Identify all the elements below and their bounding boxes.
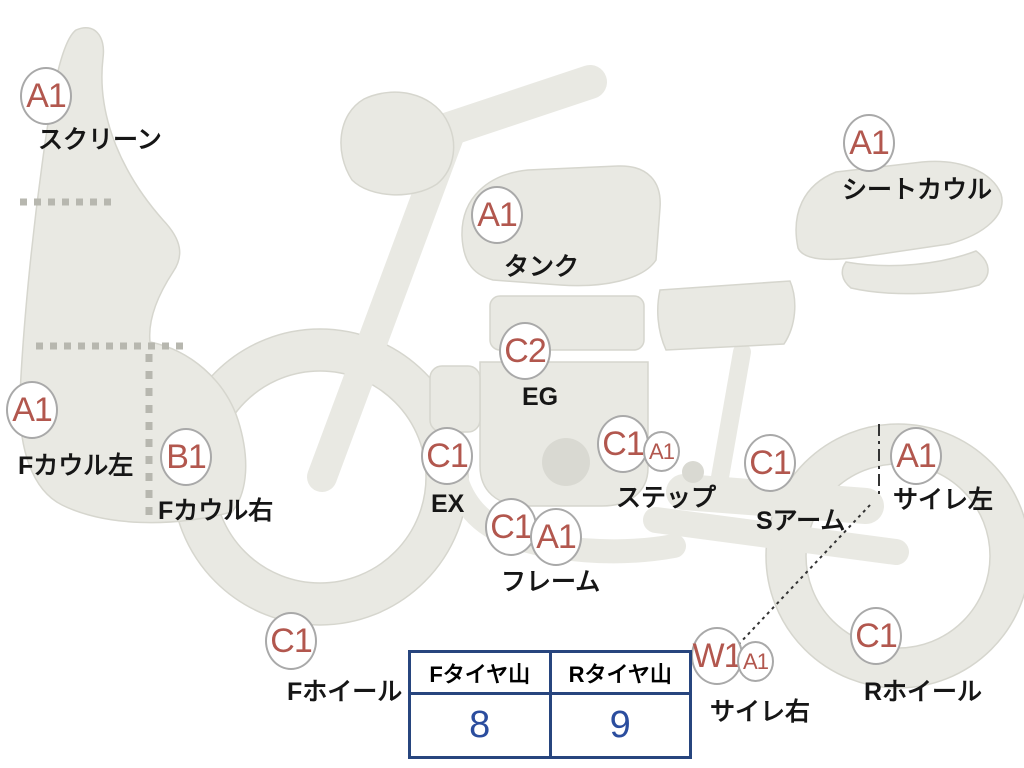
clutch-cover-shape — [542, 438, 590, 486]
grade-badge-exhaust: C1 — [421, 427, 473, 485]
side-cover-shape — [657, 280, 796, 351]
part-label-f-wheel: Fホイール — [287, 678, 403, 706]
part-label-fcowl-left: Fカウル左 — [18, 452, 134, 480]
part-label-swingarm: Sアーム — [756, 507, 846, 535]
part-label-silencer-left: サイレ左 — [893, 486, 994, 514]
seat-cowl-shape — [795, 160, 1003, 261]
grade-badge-f-wheel: C1 — [265, 612, 317, 670]
rear-fender-shape — [841, 250, 989, 295]
grade-badge-silencer-left: A1 — [890, 427, 942, 485]
part-label-silencer-right: サイレ右 — [710, 698, 811, 726]
grade-badge-engine: C2 — [499, 322, 551, 380]
grade-badge-frame-2: A1 — [530, 508, 582, 566]
part-label-fcowl-right: Fカウル右 — [158, 497, 274, 525]
engine-shape — [479, 361, 649, 507]
part-label-screen: スクリーン — [38, 126, 162, 154]
front-cowl-exploded-shape — [19, 27, 247, 524]
grade-badge-r-wheel: C1 — [850, 607, 902, 665]
grade-badge-silencer-right: W1 — [691, 627, 743, 685]
tire-tread-table: Fタイヤ山 Rタイヤ山 8 9 — [408, 650, 692, 759]
grade-badge-tank: A1 — [471, 186, 523, 244]
grade-badge-frame: C1 — [485, 498, 537, 556]
part-label-step: ステップ — [616, 484, 717, 512]
rear-shock-shape — [707, 343, 751, 509]
grade-badge-seat-cowl: A1 — [843, 114, 895, 172]
front-tire-header: Fタイヤ山 — [408, 650, 552, 695]
grade-badge-silencer-right-2: A1 — [737, 641, 774, 682]
handlebar-shape — [429, 65, 607, 147]
part-label-engine: EG — [522, 383, 559, 411]
part-label-r-wheel: Rホイール — [864, 678, 983, 706]
headlight-cowl-shape — [340, 91, 455, 196]
grade-badge-fcowl-left: A1 — [6, 381, 58, 439]
muffler-shape — [666, 474, 884, 524]
body-parts — [19, 27, 1003, 524]
part-label-exhaust: EX — [431, 490, 465, 518]
front-tire-value: 8 — [408, 692, 552, 759]
part-label-seat-cowl: シートカウル — [842, 176, 993, 204]
swingarm-shape — [643, 507, 909, 565]
part-label-tank: タンク — [504, 253, 580, 281]
grade-badge-step: C1 — [597, 415, 649, 473]
rear-tire-header: Rタイヤ山 — [548, 650, 692, 695]
grade-badge-step-2: A1 — [643, 431, 680, 472]
grade-badge-fcowl-right: B1 — [160, 428, 212, 486]
grade-badge-screen: A1 — [20, 67, 72, 125]
grade-badge-swingarm: C1 — [744, 434, 796, 492]
rear-tire-value: 9 — [548, 692, 692, 759]
cowl-divider-lines — [20, 198, 186, 518]
footpeg-shape — [682, 461, 704, 483]
part-label-frame: フレーム — [501, 568, 601, 596]
downtube-shape — [429, 365, 481, 433]
